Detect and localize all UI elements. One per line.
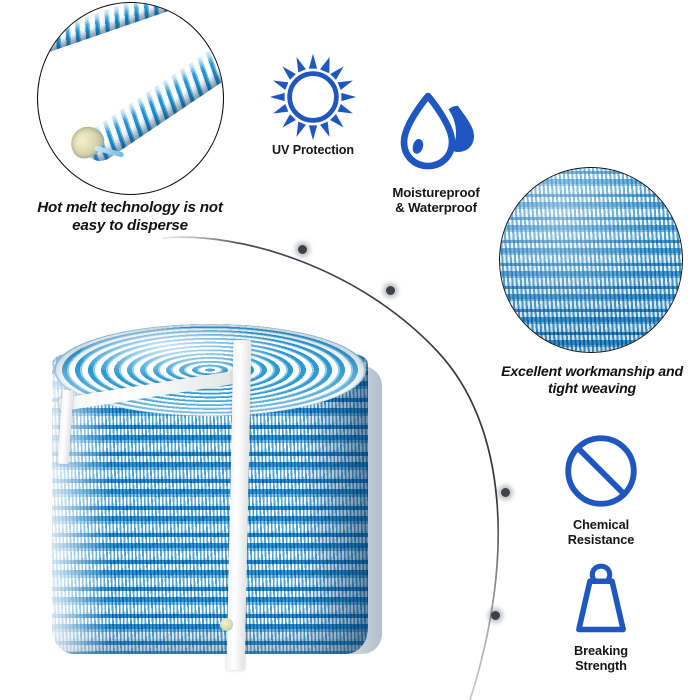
caption-hot-melt-line1: Hot melt technology is not	[37, 199, 223, 216]
feature-label-breaking-line2: Strength	[575, 657, 627, 673]
feature-label-uv-line1: UV Protection	[272, 143, 354, 157]
caption-weaving-line1: Excellent workmanship and	[501, 364, 683, 380]
feature-label-chemical-resistance: Chemical Resistance	[533, 517, 669, 548]
coil-top-glare	[80, 328, 290, 380]
rope-end-knot	[220, 618, 233, 631]
feature-label-breaking-line1: Breaking	[574, 643, 628, 658]
rope-weave-macro	[500, 168, 682, 352]
coil-left-highlight	[48, 366, 112, 652]
rope-strand-thin	[38, 3, 217, 65]
feature-label-moisture-line1: Moistureproof	[392, 185, 480, 200]
water-drop-icon	[386, 84, 486, 184]
weave-shading-overlay	[500, 168, 682, 352]
arc-node-4	[491, 611, 500, 620]
feature-label-moisture-line2: & Waterproof	[395, 200, 477, 216]
feature-label-chemical-line1: Chemical	[572, 517, 630, 532]
sun-icon	[268, 52, 358, 142]
feature-label-moistureproof: Moistureproof & Waterproof	[362, 185, 510, 216]
detail-circle-weaving	[499, 167, 683, 353]
feature-label-breaking-strength: Breaking Strength	[535, 643, 667, 674]
detail-circle-hot-melt	[37, 2, 224, 195]
feature-label-uv-protection: UV Protection	[248, 143, 378, 158]
arc-node-3	[501, 488, 510, 497]
arc-node-2	[386, 286, 395, 295]
weight-icon	[561, 563, 641, 639]
caption-weaving: Excellent workmanship and tight weaving	[486, 364, 698, 398]
caption-weaving-line2: tight weaving	[547, 380, 637, 397]
prohibition-icon	[562, 432, 640, 510]
caption-hot-melt: Hot melt technology is not easy to dispe…	[14, 199, 246, 235]
feature-label-chemical-line2: Resistance	[567, 531, 635, 547]
arc-node-1	[298, 245, 307, 254]
product-photo-rope-coil	[34, 318, 386, 671]
caption-hot-melt-line2: easy to disperse	[72, 216, 188, 234]
coil-right-shadow	[298, 366, 382, 654]
